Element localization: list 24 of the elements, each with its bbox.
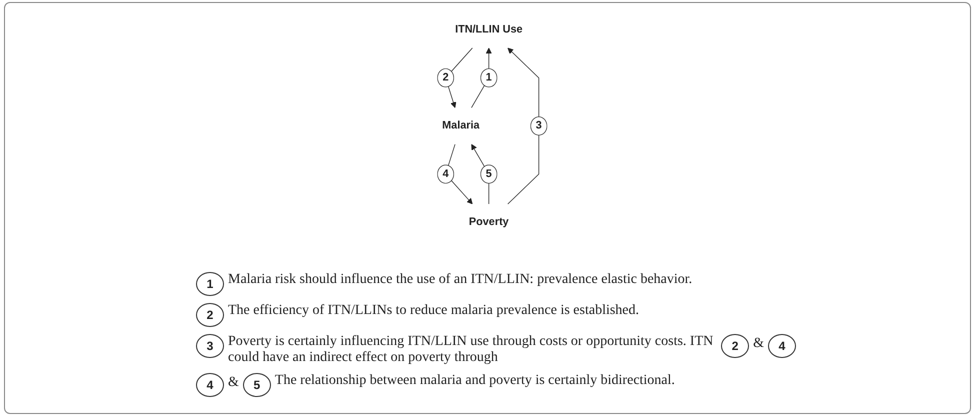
arrow <box>446 48 474 108</box>
node-text: Malaria <box>442 120 480 132</box>
arrow <box>508 48 540 204</box>
note-text: Poverty is certainly influencing ITN/LLIN use through costs or opportunity costs. ITN could have an indirect effect on poverty through <box>228 334 714 366</box>
edge-label: 4 <box>443 168 450 180</box>
ampersand: & <box>228 374 239 391</box>
edge-label: 5 <box>486 168 492 180</box>
edge-label: 2 <box>443 72 450 84</box>
circled-number: 2 <box>721 334 750 358</box>
circled-number: 4 <box>768 334 796 358</box>
arrow <box>472 144 490 204</box>
edge-label: 3 <box>536 120 542 132</box>
edge-label: 1 <box>486 72 492 84</box>
note-text: Malaria risk should influence the use of an ITN/LLIN: prevalence elastic behavior. <box>228 272 694 288</box>
circled-number: 4 <box>196 373 224 397</box>
ampersand: & <box>753 335 764 352</box>
note-text: The relationship between malaria and poverty is certainly bidirectional. <box>274 373 676 389</box>
node-text: Poverty <box>469 216 510 228</box>
circled-number: 5 <box>242 373 271 397</box>
note-text: The efficiency of ITN/LLINs to reduce malaria prevalence is established. <box>228 303 640 319</box>
circled-number: 3 <box>196 334 224 358</box>
node-text: ITN/LLIN Use <box>456 24 524 36</box>
circled-number: 2 <box>196 303 224 327</box>
circled-number: 1 <box>196 272 224 296</box>
